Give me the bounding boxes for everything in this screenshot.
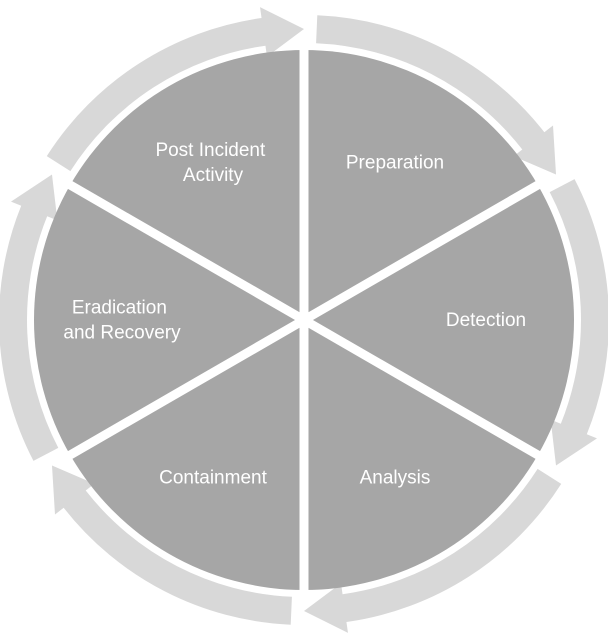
cycle-labels: Preparation Detection Analysis Containme… xyxy=(63,140,526,489)
cycle-segment-containment xyxy=(70,320,304,591)
cycle-arrow-eradication-and-recovery xyxy=(0,174,59,461)
cycle-arrows xyxy=(0,7,608,633)
cycle-segment-eradication-and-recovery xyxy=(33,185,305,455)
cycle-arrow-detection xyxy=(549,179,608,466)
segment-divider xyxy=(66,316,307,460)
cycle-segments xyxy=(33,48,575,592)
stage-label-preparation: Preparation xyxy=(346,152,444,173)
stage-label-detection: Detection xyxy=(446,310,526,331)
segment-divider xyxy=(301,316,542,460)
cycle-segment-detection xyxy=(304,185,575,455)
cycle-arrow-post-incident-activity xyxy=(46,7,305,172)
cycle-arrow-analysis xyxy=(304,468,562,633)
stage-label-analysis: Analysis xyxy=(360,468,431,489)
segment-divider xyxy=(301,180,542,324)
cycle-arrow-preparation xyxy=(316,15,557,175)
cycle-arrow-containment xyxy=(51,465,292,625)
cycle-segment-analysis xyxy=(304,320,538,590)
cycle-segment-preparation xyxy=(304,50,538,320)
segment-divider xyxy=(66,180,307,324)
stage-label-post-incident-activity: Post Incident Activity xyxy=(155,140,270,186)
stage-label-eradication-and-recovery: Eradication and Recovery xyxy=(63,298,181,344)
cycle-segment-post-incident-activity xyxy=(70,50,304,320)
stage-label-containment: Containment xyxy=(159,468,267,489)
